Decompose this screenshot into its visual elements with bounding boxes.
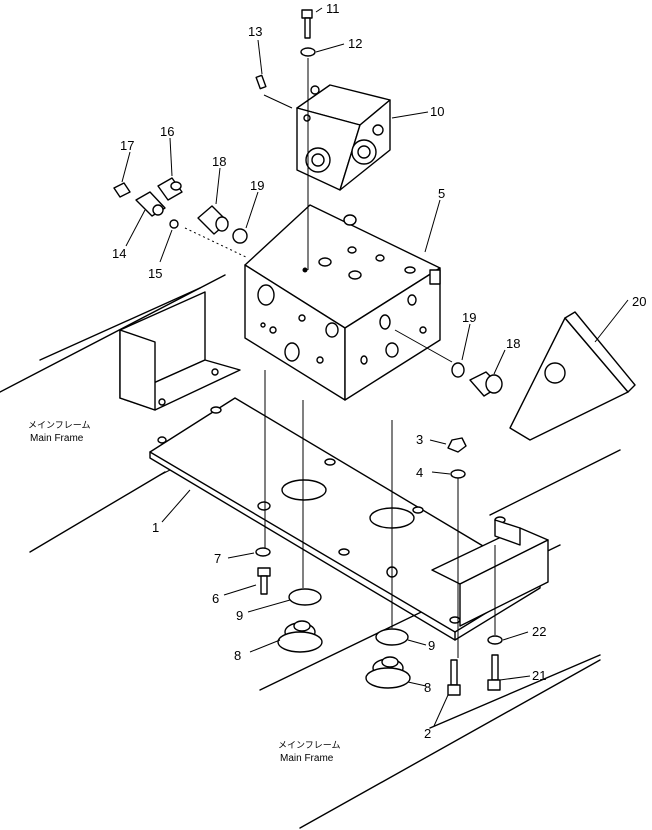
frame-label-top-jp: メインフレーム [28,420,90,431]
callout-15: 15 [148,266,162,281]
callout-11: 11 [326,1,340,16]
valve-block [244,204,441,401]
callout-20: 20 [632,294,646,309]
left-fittings [113,177,249,259]
right-fittings [394,329,503,397]
callout-14: 14 [112,246,126,261]
callout-numbers: 11 12 13 10 17 16 18 19 5 14 15 20 19 18… [112,1,646,741]
mounting-plate [149,397,549,641]
leader-lines [121,7,629,727]
callout-7: 7 [214,551,221,566]
frame-labels: メインフレーム Main Frame メインフレーム Main Frame [28,420,340,764]
callout-12: 12 [348,36,362,51]
callout-18a: 18 [212,154,226,169]
callout-17: 17 [120,138,134,153]
callout-19a: 19 [250,178,264,193]
callout-2: 2 [424,726,431,741]
callout-5: 5 [438,186,445,201]
callout-6: 6 [212,591,219,606]
callout-13: 13 [248,24,262,39]
callout-9a: 9 [236,608,243,623]
callout-22: 22 [532,624,546,639]
callout-3: 3 [416,432,423,447]
callout-9b: 9 [428,638,435,653]
callout-18b: 18 [506,336,520,351]
mounting-bracket [119,291,241,411]
callout-21: 21 [532,668,546,683]
assembly-lines [263,58,496,658]
triangular-cover [509,311,636,441]
callout-10: 10 [430,104,444,119]
callout-1: 1 [152,520,159,535]
frame-label-bottom-en: Main Frame [280,753,334,764]
callout-19b: 19 [462,310,476,325]
lower-fasteners [255,9,503,696]
callout-4: 4 [416,465,423,480]
solenoid-valve [296,84,391,191]
frame-label-bottom-jp: メインフレーム [278,740,340,751]
frame-label-top-en: Main Frame [30,433,84,444]
callout-16: 16 [160,124,174,139]
callout-8a: 8 [234,648,241,663]
callout-8b: 8 [424,680,431,695]
